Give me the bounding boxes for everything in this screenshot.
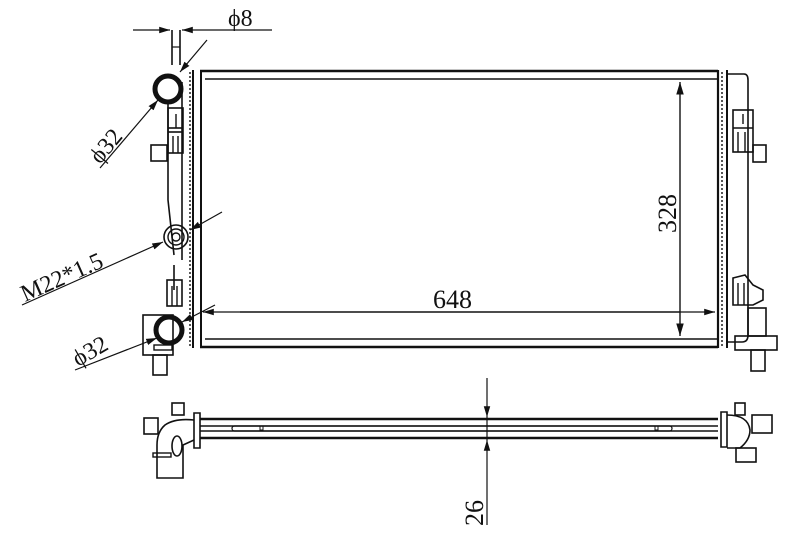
dim-top-port: ϕ32 xyxy=(85,39,208,169)
dim-drain-thread: M22*1.5 xyxy=(17,211,223,307)
bottom-view xyxy=(143,402,773,479)
drain-plug xyxy=(163,224,189,250)
dim-core-width: 648 xyxy=(203,285,715,316)
dim-core-height: 328 xyxy=(653,82,684,336)
left-tank xyxy=(142,30,184,376)
top-port xyxy=(152,73,184,105)
core-thickness-label: 26 xyxy=(460,500,489,526)
front-view xyxy=(142,30,778,376)
bottom-port-label: ϕ32 xyxy=(68,331,113,372)
drain-thread-label: M22*1.5 xyxy=(17,248,107,307)
radiator-core xyxy=(189,69,728,349)
core-width-label: 648 xyxy=(433,285,472,314)
right-tank xyxy=(727,73,778,372)
top-port-label: ϕ32 xyxy=(85,124,128,169)
core-height-label: 328 xyxy=(653,194,682,233)
dim-inlet-diameter: ϕ8 xyxy=(133,6,272,34)
bottom-port xyxy=(153,314,185,346)
dim-core-thickness: 26 xyxy=(460,378,491,526)
inlet-diameter-label: ϕ8 xyxy=(228,6,253,32)
